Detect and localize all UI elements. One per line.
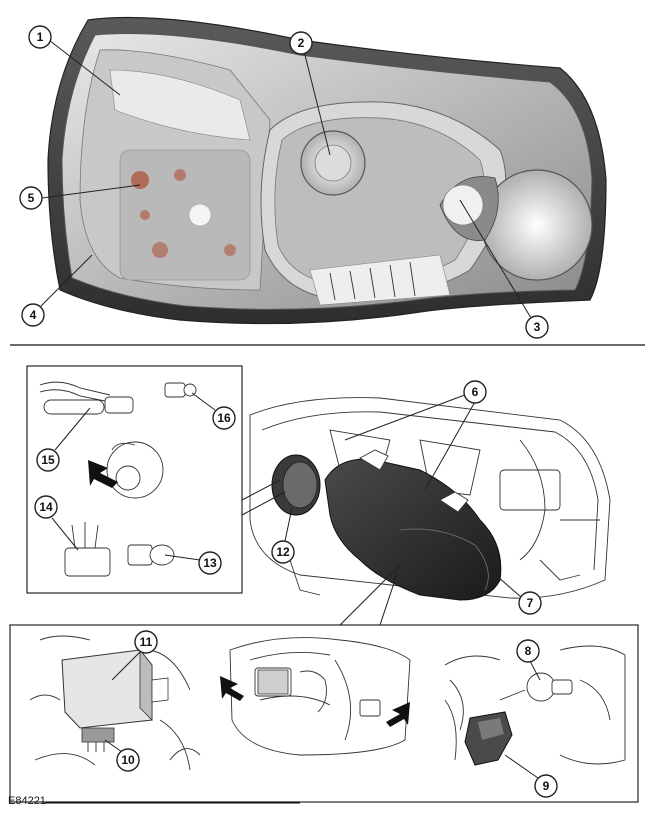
callout-12: 12 — [271, 507, 295, 564]
callout-6: 6 — [344, 380, 487, 491]
round-access-cover — [271, 454, 321, 516]
control-module-view — [29, 635, 201, 771]
rear-view-lineart — [249, 397, 611, 599]
callout-5: 5 — [19, 184, 141, 210]
installed-arrow-left — [220, 676, 244, 701]
callout-15-label: 15 — [41, 453, 55, 467]
callout-14: 14 — [34, 495, 79, 551]
main-rear-cover — [324, 458, 502, 601]
callout-6-label: 6 — [472, 385, 479, 399]
callout-1-label: 1 — [37, 30, 44, 44]
lower-grille — [309, 254, 451, 306]
callout-4: 4 — [21, 254, 93, 327]
callout-12-label: 12 — [276, 545, 290, 559]
module-connector — [81, 727, 115, 743]
callout-11-label: 11 — [140, 635, 153, 649]
callout-8-label: 8 — [525, 644, 532, 658]
callout-10: 10 — [104, 739, 140, 772]
side-lamp-reflector — [109, 69, 251, 141]
installed-view — [220, 637, 411, 756]
callout-8: 8 — [516, 639, 541, 681]
headlamp-assembly-illustration — [47, 16, 607, 325]
callout-5-label: 5 — [28, 191, 35, 205]
callout-3-label: 3 — [534, 320, 541, 334]
callout-7: 7 — [489, 569, 542, 615]
installed-arrow-right — [386, 702, 410, 727]
control-module — [61, 649, 153, 729]
bulb-holder-view — [444, 645, 626, 766]
callout-9-label: 9 — [543, 779, 550, 793]
inset-arrow — [88, 460, 118, 488]
callout-2-label: 2 — [298, 36, 305, 50]
retaining-clip-upper — [359, 449, 389, 471]
callout-2: 2 — [289, 31, 331, 156]
callout-15: 15 — [36, 407, 91, 472]
inset-lineart — [39, 381, 197, 577]
indicator-reflector — [119, 149, 251, 281]
callout-14-label: 14 — [39, 500, 53, 514]
callout-9: 9 — [504, 754, 558, 798]
callout-1: 1 — [28, 25, 121, 96]
callout-11: 11 — [111, 630, 158, 681]
side-marker-bulb — [164, 382, 197, 398]
callout-4-label: 4 — [30, 308, 37, 322]
bulb-connector — [64, 522, 111, 577]
callout-10-label: 10 — [121, 753, 135, 767]
callout-13: 13 — [164, 551, 222, 575]
figure-reference: E84221 — [8, 795, 46, 807]
callout-13-label: 13 — [203, 556, 217, 570]
callout-16-label: 16 — [217, 411, 231, 425]
indicator-bulb — [127, 544, 175, 566]
retaining-clip-lower — [439, 491, 469, 513]
callout-3: 3 — [459, 199, 549, 339]
callout-7-label: 7 — [527, 596, 534, 610]
callout-16: 16 — [191, 392, 236, 430]
bottom-box-leader — [339, 564, 401, 626]
